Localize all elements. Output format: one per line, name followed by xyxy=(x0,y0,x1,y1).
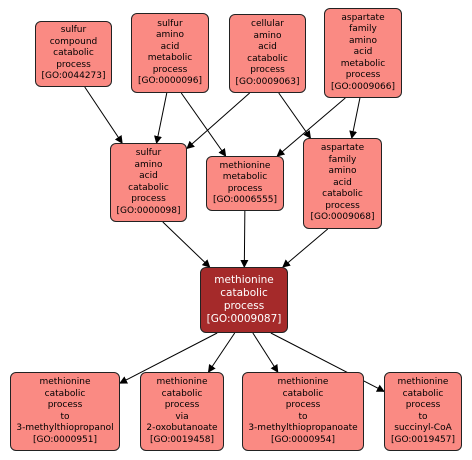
node-go-0044273[interactable]: sulfur compound catabolic process [GO:00… xyxy=(35,21,112,87)
edge-n0000096-to-n0006555 xyxy=(180,92,227,157)
node-go-0000096[interactable]: sulfur amino acid metabolic process [GO:… xyxy=(131,13,209,93)
node-go-0000954[interactable]: methionine catabolic process to 3-methyl… xyxy=(242,372,364,451)
node-go-0019457[interactable]: methionine catabolic process to succinyl… xyxy=(384,372,462,451)
node-go-0006555[interactable]: methionine metabolic process [GO:0006555… xyxy=(206,156,284,211)
node-go-0009063[interactable]: cellular amino acid catabolic process [G… xyxy=(229,14,306,93)
edge-n0009066-to-n0006555 xyxy=(276,97,346,157)
node-go-0009066[interactable]: aspartate family amino acid metabolic pr… xyxy=(324,8,402,98)
edge-n0009087-to-n0000954 xyxy=(252,332,279,373)
node-go-0000951[interactable]: methionine catabolic process to 3-methyl… xyxy=(10,372,120,451)
edge-n0006555-to-n0009087 xyxy=(240,210,249,268)
edge-n0009068-to-n0009087 xyxy=(282,228,329,268)
edge-n0009063-to-n0009068 xyxy=(278,92,312,139)
node-go-0009087-focus[interactable]: methionine catabolic process [GO:0009087… xyxy=(200,267,288,333)
edge-n0044273-to-n0000098 xyxy=(84,86,123,144)
node-go-0019458[interactable]: methionine catabolic process via 2-oxobu… xyxy=(140,372,224,451)
edge-n0009087-to-n0000951 xyxy=(119,332,218,384)
node-go-0000098[interactable]: sulfur amino acid catabolic process [GO:… xyxy=(110,143,187,222)
edge-n0009087-to-n0019458 xyxy=(207,332,236,373)
edge-n0009063-to-n0000098 xyxy=(186,92,250,150)
node-go-0009068[interactable]: aspartate family amino acid catabolic pr… xyxy=(303,138,382,229)
edge-n0009087-to-n0019457 xyxy=(270,332,385,392)
edge-n0000098-to-n0009087 xyxy=(162,221,211,268)
edge-n0000096-to-n0000098 xyxy=(154,92,168,144)
edge-n0009066-to-n0009068 xyxy=(349,97,361,139)
